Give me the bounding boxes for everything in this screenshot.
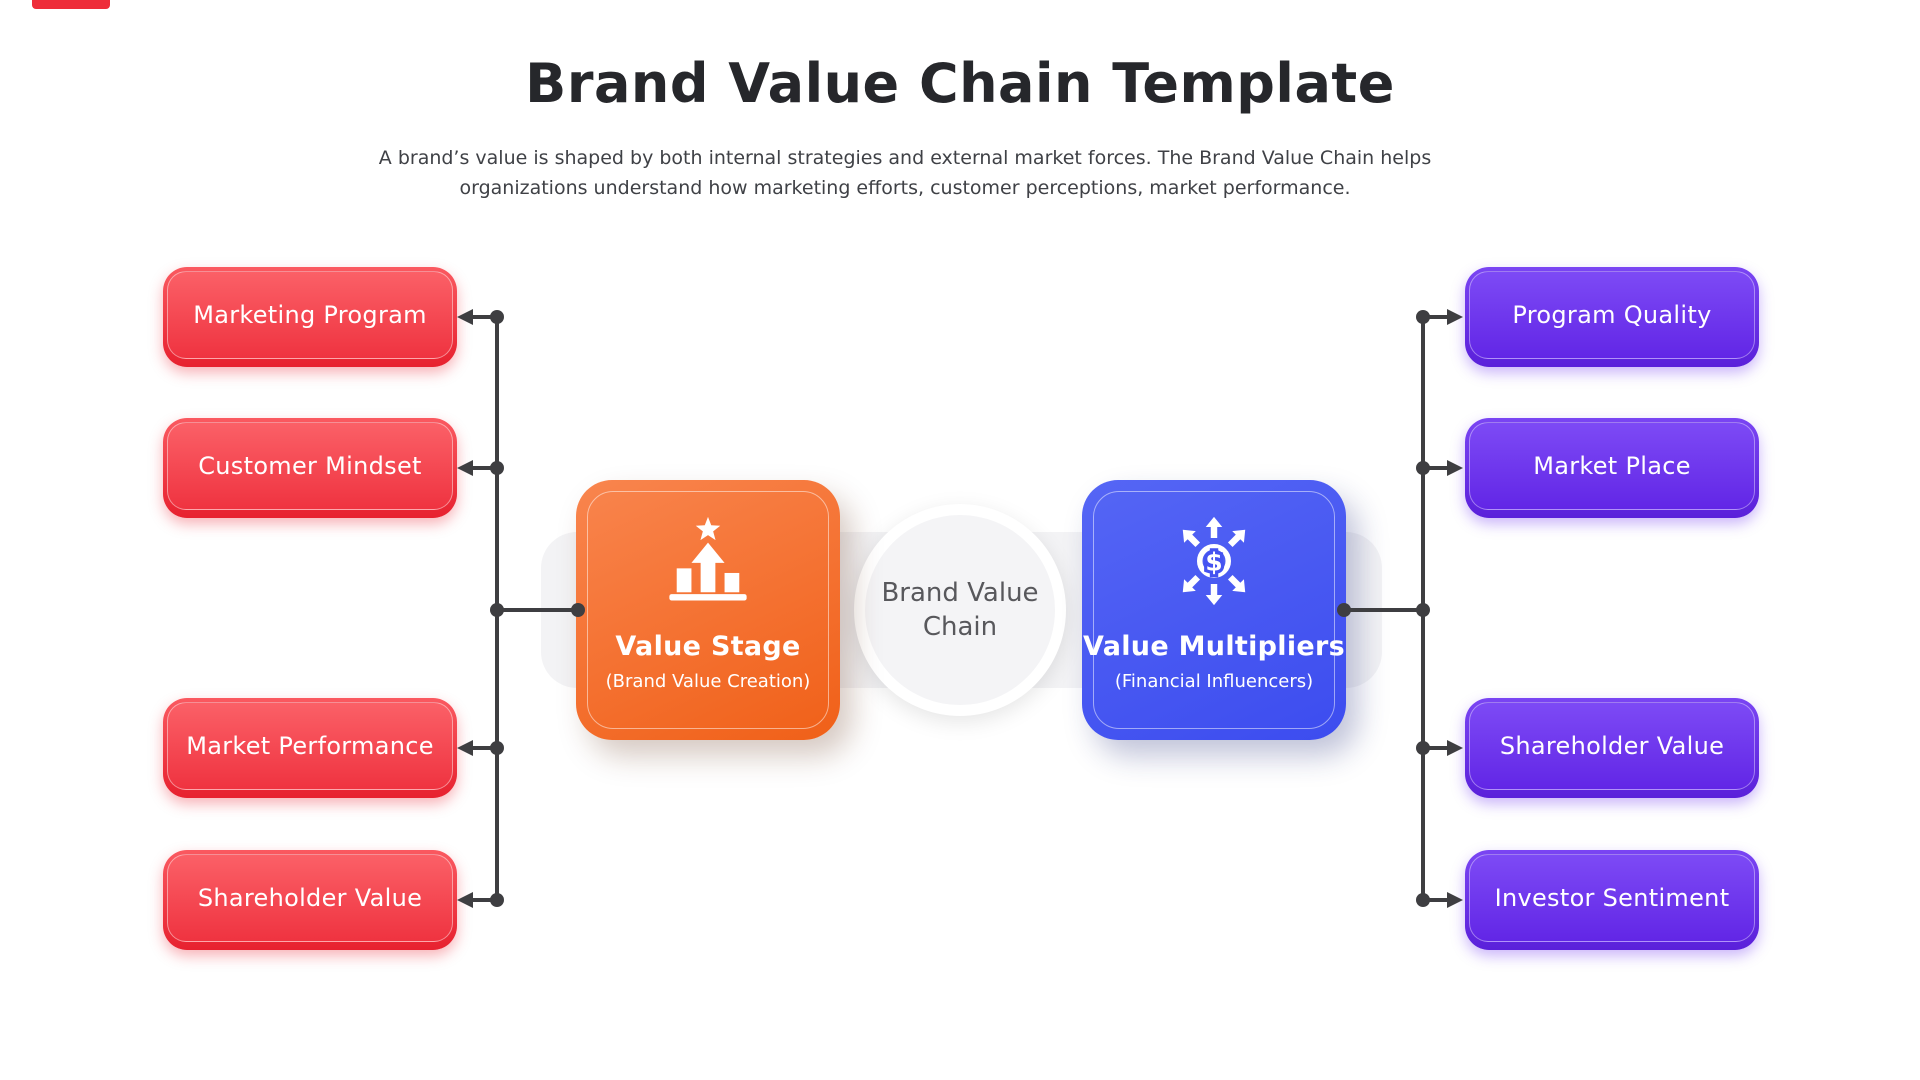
- node-label: Customer Mindset: [167, 422, 453, 510]
- arrowhead-icon: [457, 460, 473, 476]
- brand-value-chain-hub: Brand Value Chain: [854, 504, 1066, 716]
- node-label: Investor Sentiment: [1469, 854, 1755, 942]
- value-stage-box: Value Stage (Brand Value Creation): [576, 480, 840, 740]
- arrowhead-icon: [1447, 892, 1463, 908]
- right-node-market-place: Market Place: [1465, 418, 1759, 518]
- arrowhead-icon: [457, 740, 473, 756]
- value-multipliers-box: $ Value Multipliers (Financial Influence…: [1082, 480, 1346, 740]
- corner-accent-mark: [32, 0, 110, 9]
- value-multipliers-title: Value Multipliers: [1083, 631, 1345, 662]
- podium-star-icon: [669, 516, 747, 601]
- left-node-customer-mindset: Customer Mindset: [163, 418, 457, 518]
- value-multipliers-subtitle: (Financial Influencers): [1114, 671, 1314, 692]
- left-node-shareholder-value: Shareholder Value: [163, 850, 457, 950]
- left-node-marketing-program: Marketing Program: [163, 267, 457, 367]
- node-label: Shareholder Value: [1469, 702, 1755, 790]
- node-label: Market Place: [1469, 422, 1755, 510]
- money-arrows-icon: $: [1176, 516, 1252, 606]
- value-stage-subtitle: (Brand Value Creation): [605, 671, 811, 692]
- arrowhead-icon: [457, 309, 473, 325]
- hub-label-line-2: Chain: [922, 612, 998, 642]
- page-title: Brand Value Chain Template: [525, 52, 1395, 115]
- subtitle-line-1: A brand’s value is shaped by both intern…: [378, 147, 1432, 169]
- svg-text:$: $: [1205, 547, 1222, 576]
- arrowhead-icon: [1447, 309, 1463, 325]
- hub-label: Brand Value Chain: [881, 576, 1038, 644]
- right-node-investor-sentiment: Investor Sentiment: [1465, 850, 1759, 950]
- right-node-program-quality: Program Quality: [1465, 267, 1759, 367]
- page-subtitle: A brand’s value is shaped by both intern…: [0, 143, 1810, 203]
- arrowhead-icon: [1447, 460, 1463, 476]
- node-label: Marketing Program: [167, 271, 453, 359]
- left-node-market-performance: Market Performance: [163, 698, 457, 798]
- node-label: Program Quality: [1469, 271, 1755, 359]
- node-label: Shareholder Value: [167, 854, 453, 942]
- value-stage-title: Value Stage: [615, 631, 801, 662]
- right-node-shareholder-value: Shareholder Value: [1465, 698, 1759, 798]
- subtitle-line-2: organizations understand how marketing e…: [459, 177, 1351, 199]
- node-label: Market Performance: [167, 702, 453, 790]
- arrowhead-icon: [457, 892, 473, 908]
- arrowhead-icon: [1447, 740, 1463, 756]
- hub-label-line-1: Brand Value: [881, 578, 1039, 608]
